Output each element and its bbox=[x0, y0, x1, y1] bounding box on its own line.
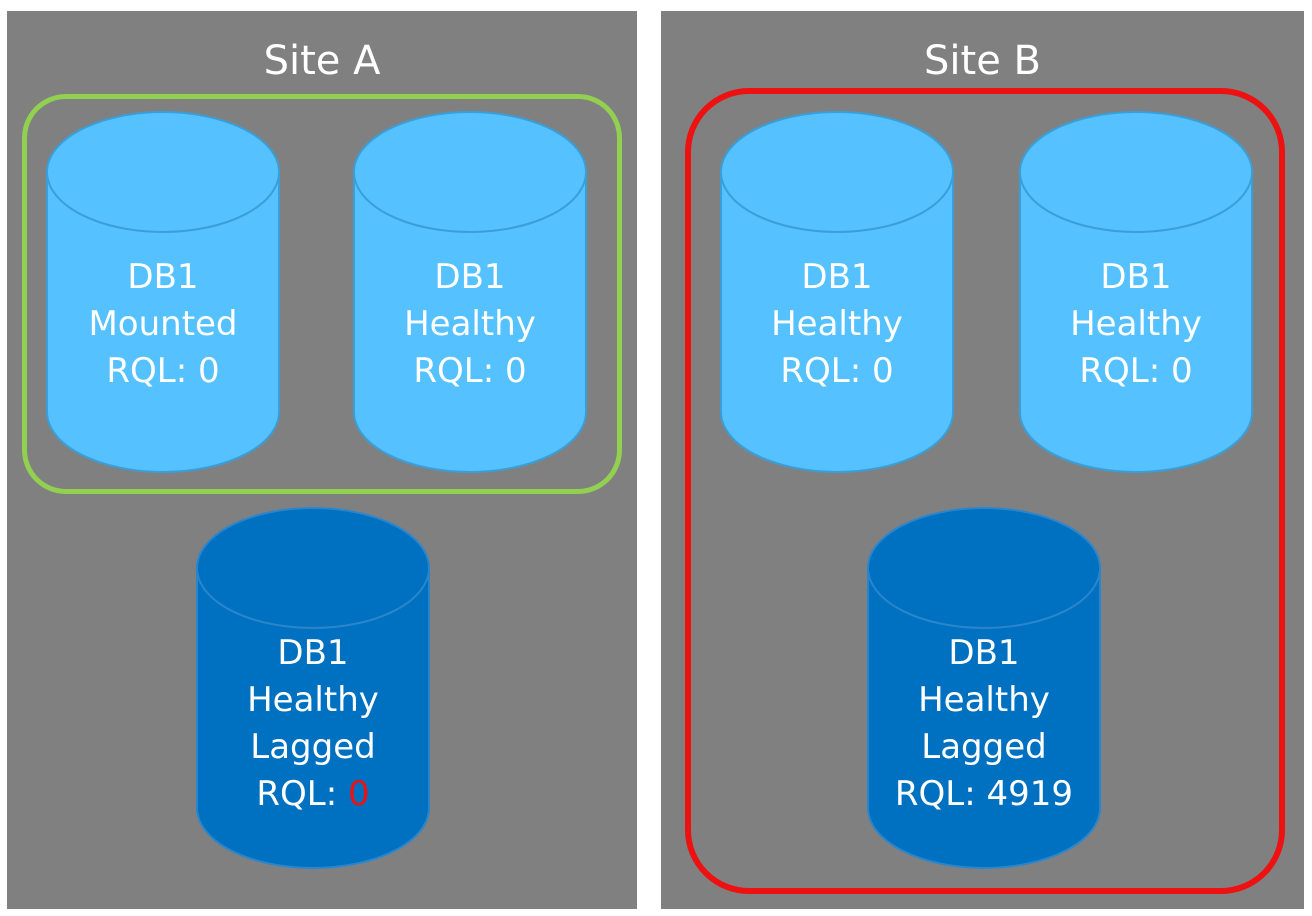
site-b-panel: Site B DB1 Healthy RQL: 0 DB1 Healthy RQ… bbox=[661, 11, 1304, 909]
rql-value: 0 bbox=[1170, 351, 1193, 391]
site-b-lagged-db-copy: DB1 Healthy Lagged RQL: 4919 bbox=[867, 507, 1101, 874]
db-lag: Lagged bbox=[250, 727, 376, 767]
rql-value: 0 bbox=[504, 351, 527, 391]
site-a-title: Site A bbox=[263, 38, 381, 84]
rql-value: 0 bbox=[197, 351, 220, 391]
db-rql: RQL: 0 bbox=[46, 348, 280, 395]
rql-label: RQL: bbox=[894, 774, 976, 814]
db-status: Healthy bbox=[918, 680, 1050, 720]
db-rql: RQL: 4919 bbox=[867, 771, 1101, 818]
db-name: DB1 bbox=[434, 257, 506, 297]
db-name: DB1 bbox=[801, 257, 873, 297]
db-label: DB1 Healthy Lagged RQL: 0 bbox=[196, 630, 430, 818]
db-lag: Lagged bbox=[921, 727, 1047, 767]
db-name: DB1 bbox=[277, 633, 349, 673]
site-a-lagged-db-copy: DB1 Healthy Lagged RQL: 0 bbox=[196, 507, 430, 874]
database-cylinder-icon bbox=[46, 111, 280, 473]
rql-label: RQL: bbox=[780, 351, 862, 391]
site-b-db-copy-1: DB1 Healthy RQL: 0 bbox=[720, 111, 954, 478]
db-status: Healthy bbox=[404, 304, 536, 344]
database-cylinder-icon bbox=[196, 507, 430, 869]
site-b-title: Site B bbox=[924, 38, 1041, 84]
db-status: Healthy bbox=[247, 680, 379, 720]
db-label: DB1 Mounted RQL: 0 bbox=[46, 254, 280, 395]
site-b-failing-group-outline bbox=[685, 88, 1285, 894]
rql-value: 0 bbox=[871, 351, 894, 391]
rql-label: RQL: bbox=[106, 351, 188, 391]
db-rql: RQL: 0 bbox=[1019, 348, 1253, 395]
db-name: DB1 bbox=[1100, 257, 1172, 297]
db-name: DB1 bbox=[948, 633, 1020, 673]
db-rql: RQL: 0 bbox=[720, 348, 954, 395]
site-a-db-copy-1: DB1 Mounted RQL: 0 bbox=[46, 111, 280, 478]
db-label: DB1 Healthy RQL: 0 bbox=[353, 254, 587, 395]
db-status: Healthy bbox=[1070, 304, 1202, 344]
db-status: Mounted bbox=[88, 304, 238, 344]
db-label: DB1 Healthy RQL: 0 bbox=[720, 254, 954, 395]
db-rql: RQL: 0 bbox=[196, 771, 430, 818]
site-b-db-copy-2: DB1 Healthy RQL: 0 bbox=[1019, 111, 1253, 478]
database-cylinder-icon bbox=[720, 111, 954, 473]
database-cylinder-icon bbox=[353, 111, 587, 473]
rql-label: RQL: bbox=[1079, 351, 1161, 391]
db-rql: RQL: 0 bbox=[353, 348, 587, 395]
rql-label: RQL: bbox=[413, 351, 495, 391]
database-cylinder-icon bbox=[1019, 111, 1253, 473]
db-label: DB1 Healthy RQL: 0 bbox=[1019, 254, 1253, 395]
db-label: DB1 Healthy Lagged RQL: 4919 bbox=[867, 630, 1101, 818]
rql-value: 0 bbox=[347, 774, 370, 814]
rql-value: 4919 bbox=[986, 774, 1074, 814]
database-cylinder-icon bbox=[867, 507, 1101, 869]
db-status: Healthy bbox=[771, 304, 903, 344]
site-a-panel: Site A DB1 Mounted RQL: 0 DB1 Healthy RQ… bbox=[7, 11, 637, 909]
rql-label: RQL: bbox=[256, 774, 338, 814]
db-name: DB1 bbox=[127, 257, 199, 297]
site-a-db-copy-2: DB1 Healthy RQL: 0 bbox=[353, 111, 587, 478]
site-a-healthy-group-outline bbox=[22, 94, 622, 494]
